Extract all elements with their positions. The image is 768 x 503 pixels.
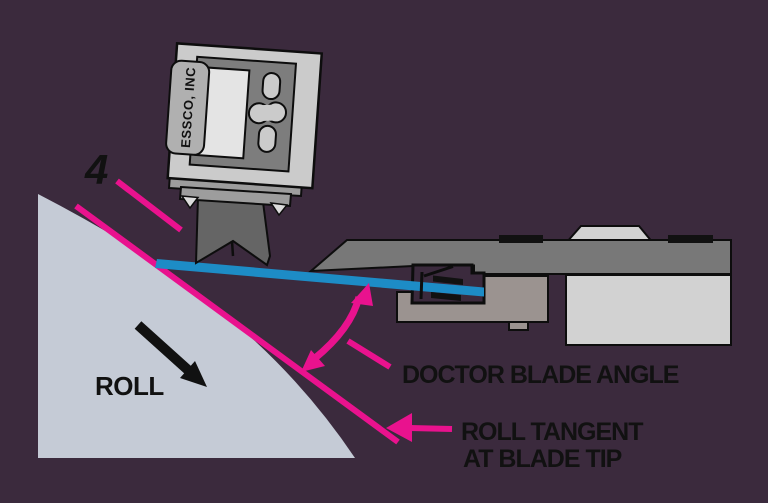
- roll-label: ROLL: [95, 371, 164, 401]
- angle-ref-label: 4: [84, 146, 108, 193]
- roll-arrow-head: [180, 361, 207, 387]
- gauge-button-middle: [247, 101, 288, 125]
- gauge-button-middle-bridge: [257, 104, 278, 122]
- gauge-button-top: [261, 72, 282, 101]
- angle-arc-arrowhead-bottom: [301, 350, 325, 372]
- roll-direction-arrow: [134, 321, 207, 387]
- doctor-blade-angle-label: DOCTOR BLADE ANGLE: [402, 361, 679, 389]
- gauge-brand-band: [165, 59, 211, 156]
- blade-holder-bar: [308, 239, 732, 275]
- roll-tangent-line: [74, 203, 400, 445]
- gauge-feet-centerline: [230, 240, 235, 257]
- clamp-jaw-bottom: [431, 292, 461, 301]
- gauge-bracket-right: [269, 202, 289, 217]
- angle-ref-line: [115, 178, 183, 233]
- gauge-brand-label: ESSCO, INC: [178, 66, 199, 148]
- holder-bolt-left: [499, 235, 543, 243]
- tangent-arrow-head: [386, 413, 412, 442]
- roll-tangent-label-line2: AT BLADE TIP: [463, 445, 622, 473]
- doctor-blade: [155, 259, 484, 297]
- roll-arrow-shaft: [134, 321, 192, 374]
- holder-bolt-right: [668, 235, 713, 243]
- doctor-blade-angle-arc: [301, 283, 373, 372]
- angle-leader-line: [346, 338, 392, 370]
- tangent-pointer-arrow: [386, 413, 453, 442]
- clamp-lever-line: [423, 265, 454, 278]
- clamp-foot-tab: [508, 321, 529, 331]
- blade-angle-gauge: ESSCO, INC: [165, 42, 324, 190]
- holder-base-box: [565, 274, 732, 346]
- gauge-button-bottom: [257, 124, 277, 153]
- gauge-bracket-left: [180, 195, 200, 210]
- roll-tangent-label-line1: ROLL TANGENT: [461, 418, 643, 446]
- roll-surface: [38, 194, 355, 458]
- gauge-collar-lower: [178, 185, 293, 208]
- tangent-arrow-shaft: [409, 425, 453, 432]
- clamp-edge-line: [419, 271, 424, 300]
- clamp-jaw-top: [433, 275, 463, 285]
- angle-arc-arrowhead-top: [351, 283, 373, 306]
